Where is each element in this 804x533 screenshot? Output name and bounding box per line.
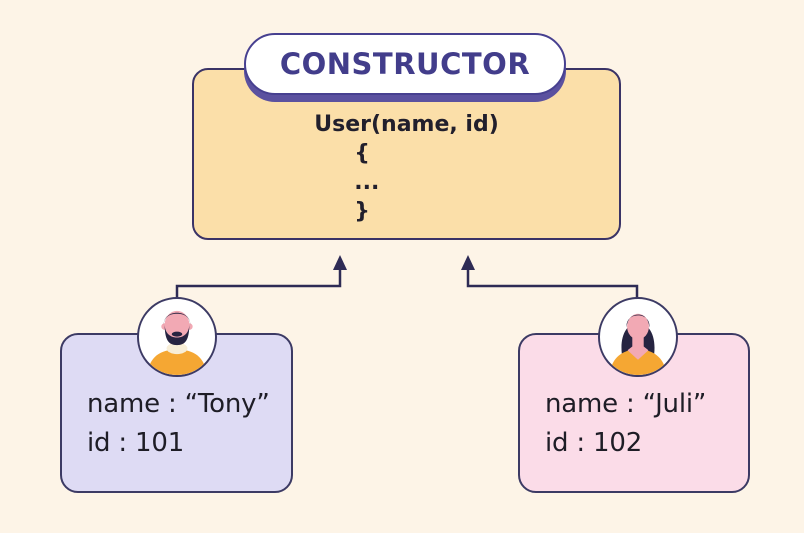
instance-name: name : “Tony” (87, 389, 270, 419)
woman-avatar-icon (598, 297, 678, 377)
left-arrow (175, 255, 347, 299)
man-avatar-graphic (147, 310, 207, 375)
left-arrowhead-icon (333, 255, 347, 270)
code-line-close-brace: } (354, 199, 370, 224)
constructor-badge: CONSTRUCTOR (244, 33, 566, 95)
code-line-ellipsis: ... (354, 170, 380, 195)
constructor-box: User(name, id) { ... } (192, 68, 621, 240)
constructor-badge-label: CONSTRUCTOR (279, 47, 531, 81)
man-avatar-icon (137, 297, 217, 377)
right-arrow (461, 255, 639, 299)
instance-name: name : “Juli” (545, 389, 707, 419)
right-arrowhead-icon (461, 255, 475, 270)
code-line-signature: User(name, id) (314, 112, 499, 137)
woman-avatar-graphic (609, 313, 667, 375)
instance-id: id : 102 (545, 428, 643, 458)
constructor-code: User(name, id) { ... } (194, 110, 619, 226)
instance-id: id : 101 (87, 428, 185, 458)
code-line-open-brace: { (354, 141, 370, 166)
